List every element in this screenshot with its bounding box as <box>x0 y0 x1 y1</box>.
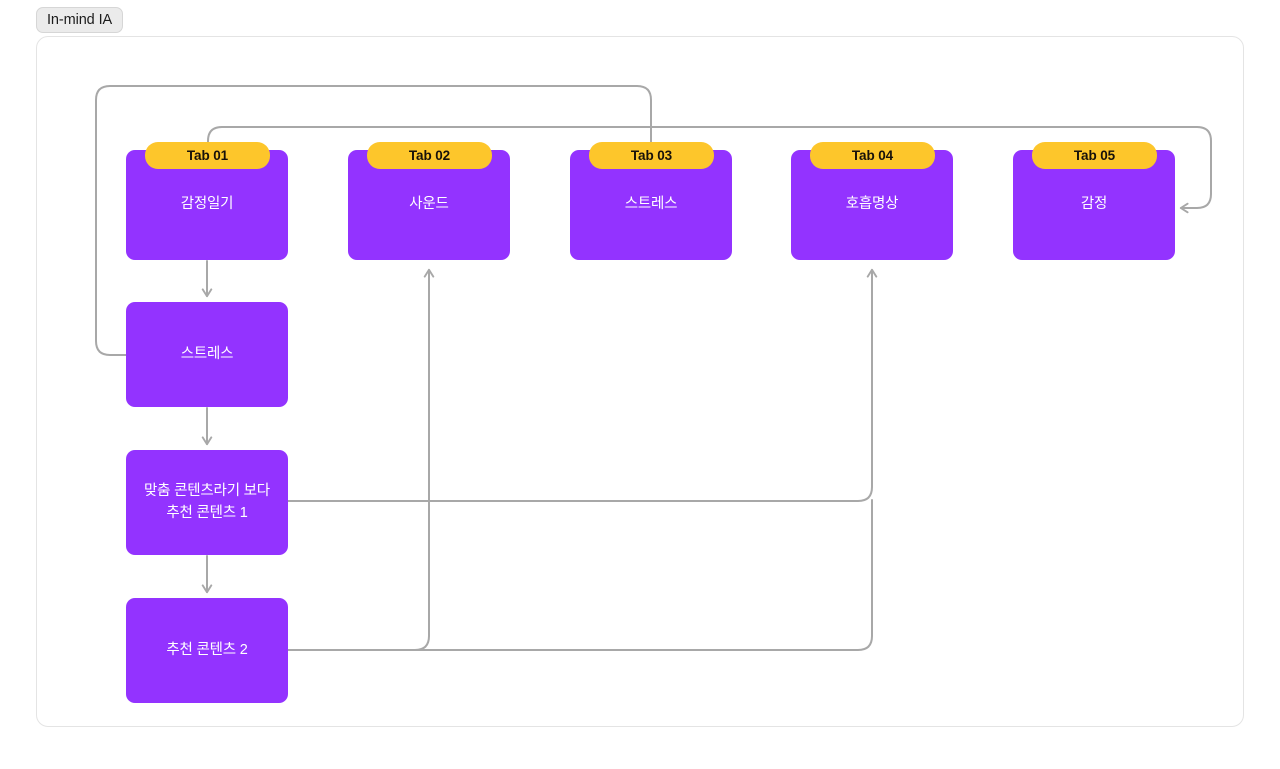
frame-title-chip[interactable]: In-mind IA <box>36 7 124 33</box>
node-flow-recommend-1-label: 맞춤 콘텐츠라기 보다 추천 콘텐츠 1 <box>144 482 270 521</box>
node-flow-recommend-2[interactable]: 추천 콘텐츠 2 <box>126 598 288 703</box>
tab-pill-05[interactable]: Tab 05 <box>1032 142 1157 169</box>
node-flow-recommend-1[interactable]: 맞춤 콘텐츠라기 보다 추천 콘텐츠 1 <box>126 450 288 555</box>
tab-pill-01-label: Tab 01 <box>186 148 229 163</box>
node-tab-03-label: 스트레스 <box>624 196 678 213</box>
node-tab-04-label: 호흡명상 <box>845 196 899 213</box>
tab-pill-02[interactable]: Tab 02 <box>367 142 492 169</box>
node-tab-01-label: 감정일기 <box>180 196 234 213</box>
tab-pill-05-label: Tab 05 <box>1073 148 1116 163</box>
node-flow-recommend-2-label: 추천 콘텐츠 2 <box>166 641 248 658</box>
frame-title-label: In-mind IA <box>47 12 113 28</box>
tab-pill-04[interactable]: Tab 04 <box>810 142 935 169</box>
node-flow-stress-label: 스트레스 <box>180 345 234 362</box>
tab-pill-03[interactable]: Tab 03 <box>589 142 714 169</box>
tab-pill-03-label: Tab 03 <box>630 148 673 163</box>
node-tab-05-label: 감정 <box>1080 196 1108 213</box>
tab-pill-02-label: Tab 02 <box>408 148 451 163</box>
node-tab-02-label: 사운드 <box>409 196 449 213</box>
node-flow-stress[interactable]: 스트레스 <box>126 302 288 407</box>
tab-pill-04-label: Tab 04 <box>851 148 894 163</box>
tab-pill-01[interactable]: Tab 01 <box>145 142 270 169</box>
